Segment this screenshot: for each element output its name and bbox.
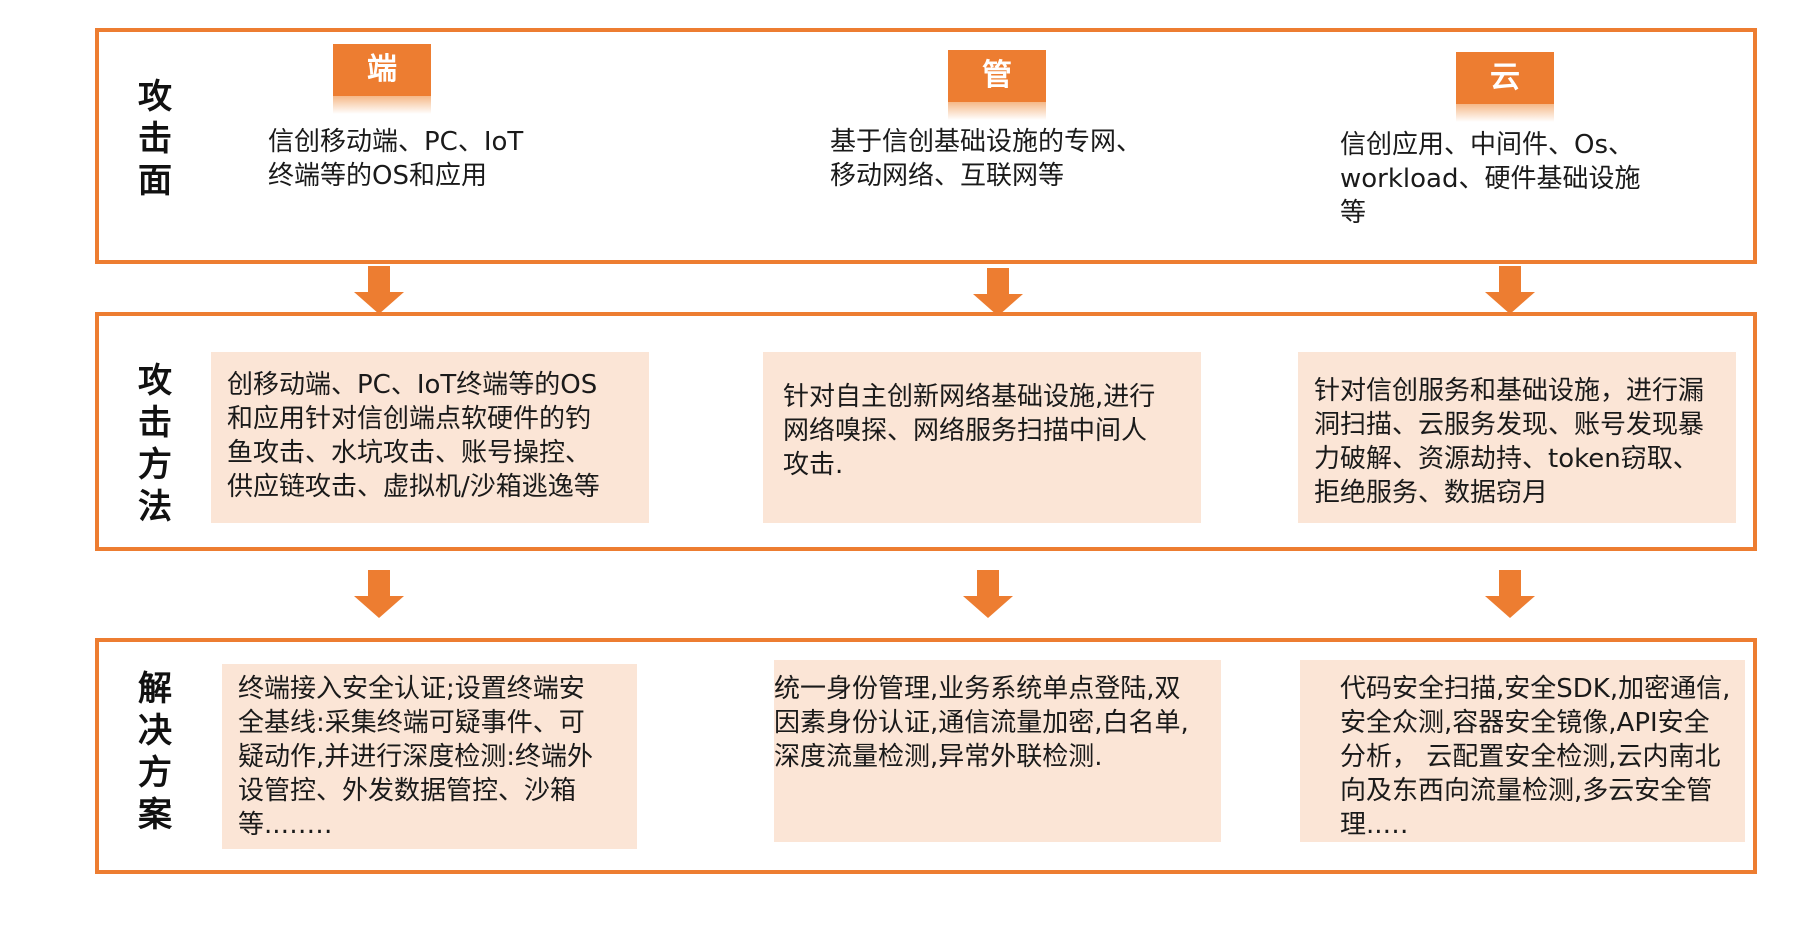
text-line: 终端等的OS和应用: [268, 161, 487, 191]
row-title-char: 面: [138, 161, 172, 201]
text-line: 向及东西向流量检测,多云安全管: [1340, 776, 1713, 806]
text-line: 基于信创基础设施的专网、: [830, 127, 1143, 157]
row-title-char: 案: [138, 795, 172, 835]
text-line: 信创移动端、PC、IoT: [268, 127, 524, 157]
text-line: 代码安全扫描,安全SDK,加密通信,: [1340, 674, 1731, 704]
text-line: 理..…: [1340, 810, 1409, 840]
surface-text-pipe: 基于信创基础设施的专网、移动网络、互联网等: [830, 125, 1230, 193]
text-line: 深度流量检测,异常外联检测.: [774, 742, 1103, 772]
row-title-attack-method: 攻击方法: [130, 360, 180, 528]
row-title-attack-surface: 攻击面: [130, 76, 180, 202]
down-arrow-cloud-2: [1485, 570, 1535, 618]
surface-text-end: 信创移动端、PC、IoT 终端等的OS和应用: [268, 125, 588, 193]
row-title-char: 方: [138, 753, 172, 793]
column-tag-end: 端: [333, 44, 431, 114]
solution-box-end: 终端接入安全认证;设置终端安全基线:采集终端可疑事件、可疑动作,并进行深度检测:…: [222, 664, 637, 849]
down-arrow-cloud-1: [1485, 266, 1535, 314]
row-title-char: 决: [138, 711, 172, 751]
text-line: 全基线:采集终端可疑事件、可: [238, 708, 585, 738]
row-title-solution: 解决方案: [130, 668, 180, 836]
text-line: 供应链攻击、虚拟机/沙箱逃逸等: [227, 472, 600, 502]
down-arrow-end-1: [354, 266, 404, 314]
text-line: 信创应用、中间件、Os、: [1340, 130, 1635, 160]
row-title-char: 击: [138, 119, 172, 159]
text-line: 疑动作,并进行深度检测:终端外: [238, 742, 594, 772]
solution-box-pipe: 统一身份管理,业务系统单点登陆,双因素身份认证,通信流量加密,白名单, 深度流量检…: [774, 660, 1221, 842]
down-arrow-pipe-2: [963, 570, 1013, 618]
text-line: 创移动端、PC、IoT终端等的OS: [227, 370, 598, 400]
text-line: 统一身份管理,业务系统单点登陆,双: [774, 674, 1181, 704]
column-tag-pipe: 管: [948, 50, 1046, 120]
text-line: 鱼攻击、水坑攻击、账号操控、: [227, 438, 592, 468]
text-line: 针对自主创新网络基础设施,进行: [783, 382, 1156, 412]
text-line: 分析， 云配置安全检测,云内南北: [1340, 742, 1721, 772]
row-title-char: 攻: [138, 77, 172, 117]
row-title-char: 击: [138, 403, 172, 443]
surface-text-cloud: 信创应用、中间件、Os、 workload、硬件基础设施等: [1340, 128, 1680, 230]
text-line: 拒绝服务、数据窃月: [1314, 478, 1549, 508]
text-line: 洞扫描、云服务发现、账号发现暴: [1314, 410, 1705, 440]
row-title-char: 攻: [138, 361, 172, 401]
text-line: 针对信创服务和基础设施，进行漏: [1314, 376, 1705, 406]
text-line: 等: [1340, 198, 1367, 228]
text-line: 移动网络、互联网等: [830, 161, 1065, 191]
row-title-char: 方: [138, 445, 172, 485]
text-line: 力破解、资源劫持、token窃取、: [1314, 444, 1699, 474]
column-tag-cloud: 云: [1456, 52, 1554, 122]
text-line: 终端接入安全认证;设置终端安: [238, 674, 585, 704]
method-box-pipe: 针对自主创新网络基础设施,进行网络嗅探、网络服务扫描中间人攻击.: [763, 352, 1201, 523]
down-arrow-end-2: [354, 570, 404, 618]
text-line: 设管控、外发数据管控、沙箱: [238, 776, 577, 806]
text-line: 安全众测,容器安全镜像,API安全: [1340, 708, 1710, 738]
method-box-end: 创移动端、PC、IoT终端等的OS 和应用针对信创端点软硬件的钓鱼攻击、水坑攻击、…: [211, 352, 649, 523]
text-line: 和应用针对信创端点软硬件的钓: [227, 404, 592, 434]
text-line: 攻击.: [783, 450, 844, 480]
solution-box-cloud: 代码安全扫描,安全SDK,加密通信, 安全众测,容器安全镜像,API安全分析， 云…: [1300, 660, 1745, 842]
row-title-char: 法: [138, 487, 172, 527]
text-line: 因素身份认证,通信流量加密,白名单,: [774, 708, 1189, 738]
method-box-cloud: 针对信创服务和基础设施，进行漏洞扫描、云服务发现、账号发现暴力破解、资源劫持、t…: [1298, 352, 1736, 523]
down-arrow-pipe-1: [973, 268, 1023, 316]
text-line: workload、硬件基础设施: [1340, 164, 1641, 194]
text-line: 等..……: [238, 810, 333, 840]
row-title-char: 解: [138, 669, 172, 709]
text-line: 网络嗅探、网络服务扫描中间人: [783, 416, 1148, 446]
